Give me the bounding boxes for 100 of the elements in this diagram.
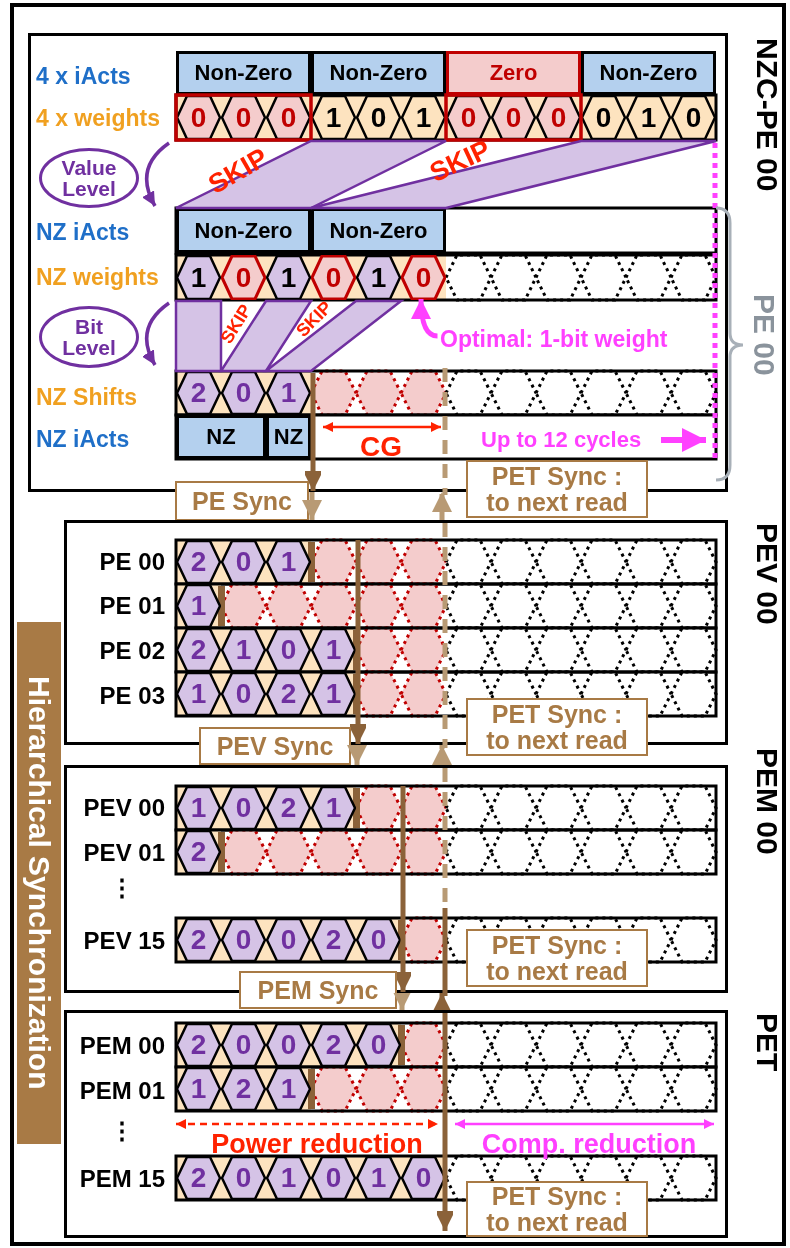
- weight-cell: 1: [311, 95, 356, 140]
- shift-cell: 0: [401, 1156, 446, 1200]
- shift-cell: 0: [221, 1156, 266, 1200]
- shift-cell: 1: [311, 628, 356, 672]
- panel-title: PET: [750, 1013, 785, 1074]
- shift-cell: 0: [356, 1023, 401, 1067]
- shift-cell: 0: [221, 786, 266, 830]
- edge-label: PEV Sync: [199, 727, 351, 765]
- row-label: PEM 00: [78, 1031, 165, 1061]
- shift-cell: 2: [266, 672, 311, 716]
- level-oval: Bit Level: [39, 306, 139, 368]
- weight-cell: 1: [626, 95, 671, 140]
- shift-cell: 0: [221, 255, 266, 300]
- shift-cell: 0: [266, 1023, 311, 1067]
- shift-cell: 1: [266, 255, 311, 300]
- weight-cell: 0: [536, 95, 581, 140]
- arrow: [347, 745, 367, 765]
- dimension-label: CG: [359, 431, 403, 463]
- activation-cell: NZ: [176, 415, 266, 459]
- annotation-text: Optimal: 1-bit weight: [440, 321, 712, 357]
- shift-cell: 0: [401, 255, 446, 300]
- row-label: 4 x iActs: [36, 61, 132, 91]
- weight-cell: 0: [581, 95, 626, 140]
- row-label: PE 02: [98, 636, 165, 666]
- shift-cell: 1: [176, 255, 221, 300]
- shift-cell: 1: [266, 371, 311, 415]
- shift-cell: 1: [356, 1156, 401, 1200]
- shift-cell: 0: [266, 628, 311, 672]
- row-label: PE 01: [98, 591, 165, 621]
- row-label: PEV 15: [82, 926, 165, 956]
- arrow: [432, 745, 452, 765]
- weight-cell: 0: [176, 95, 221, 140]
- weight-cell: 0: [491, 95, 536, 140]
- row-label: NZ Shifts: [36, 382, 138, 412]
- bracket-label: PE 00: [747, 293, 782, 378]
- shift-cell: 1: [356, 255, 401, 300]
- shift-cell: 1: [176, 584, 221, 628]
- row-label: PEM 01: [78, 1076, 165, 1106]
- weight-cell: 0: [446, 95, 491, 140]
- panel-title: NZC-PE 00: [750, 38, 785, 194]
- weight-cell: 0: [356, 95, 401, 140]
- dimension-label: Comp. reduction: [480, 1127, 698, 1161]
- arrow: [432, 492, 452, 520]
- activation-cell: Non-Zero: [311, 51, 446, 95]
- activation-cell: Non-Zero: [176, 208, 311, 253]
- row-label: PEV 01: [82, 838, 165, 868]
- shift-cell: 0: [266, 918, 311, 962]
- shift-cell: 1: [176, 1067, 221, 1111]
- edge-label: PET Sync : to next read: [466, 460, 648, 518]
- shift-cell: 0: [221, 918, 266, 962]
- arrow: [302, 492, 322, 520]
- weight-cell: 1: [401, 95, 446, 140]
- shift-cell: 2: [176, 918, 221, 962]
- edge-label: PE Sync: [175, 481, 309, 521]
- skip-label: SKIP: [201, 140, 274, 202]
- shift-cell: 0: [356, 918, 401, 962]
- row-label: PE 03: [98, 681, 165, 711]
- arrow: [392, 993, 412, 1010]
- shift-cell: 2: [266, 786, 311, 830]
- weight-cell: 0: [221, 95, 266, 140]
- shift-cell: 2: [176, 1156, 221, 1200]
- shift-cell: 2: [311, 1023, 356, 1067]
- panel-title: PEV 00: [750, 523, 785, 627]
- shift-cell: 1: [266, 540, 311, 584]
- activation-cell: NZ: [266, 415, 311, 459]
- level-oval: Value Level: [39, 148, 139, 208]
- edge-label: PEM Sync: [239, 971, 397, 1009]
- arrow: [432, 993, 452, 1010]
- row-label: NZ iActs: [36, 217, 131, 247]
- shift-cell: 1: [221, 628, 266, 672]
- activation-cell: Non-Zero: [581, 51, 716, 95]
- weight-cell: 0: [266, 95, 311, 140]
- shift-cell: 1: [266, 1156, 311, 1200]
- shift-cell: 1: [176, 786, 221, 830]
- weight-cell: 0: [671, 95, 716, 140]
- shift-cell: 1: [176, 672, 221, 716]
- shift-cell: 2: [176, 540, 221, 584]
- shift-cell: 2: [311, 918, 356, 962]
- shift-cell: 1: [311, 786, 356, 830]
- shift-cell: 2: [221, 1067, 266, 1111]
- row-label: PEV 00: [82, 793, 165, 823]
- shift-cell: 1: [311, 672, 356, 716]
- activation-cell: Non-Zero: [176, 51, 311, 95]
- panel-title: PEM 00: [750, 748, 785, 857]
- shift-cell: 2: [176, 830, 221, 874]
- row-label: PE 00: [98, 547, 165, 577]
- shift-cell: 2: [176, 1023, 221, 1067]
- ellipsis: ⋮: [109, 1116, 135, 1146]
- note-text: Up to 12 cycles: [481, 426, 643, 454]
- shift-cell: 0: [221, 672, 266, 716]
- row-label: PEM 15: [78, 1164, 165, 1194]
- row-label: NZ iActs: [36, 424, 131, 454]
- shift-cell: 0: [311, 255, 356, 300]
- row-label: NZ weights: [36, 262, 160, 292]
- shift-cell: 2: [176, 628, 221, 672]
- activation-cell: Non-Zero: [311, 208, 446, 253]
- ellipsis: ⋮: [109, 873, 135, 903]
- vertical-banner: Hierarchical Synchronization: [17, 622, 61, 1144]
- row-label: 4 x weights: [36, 103, 161, 133]
- shift-cell: 0: [311, 1156, 356, 1200]
